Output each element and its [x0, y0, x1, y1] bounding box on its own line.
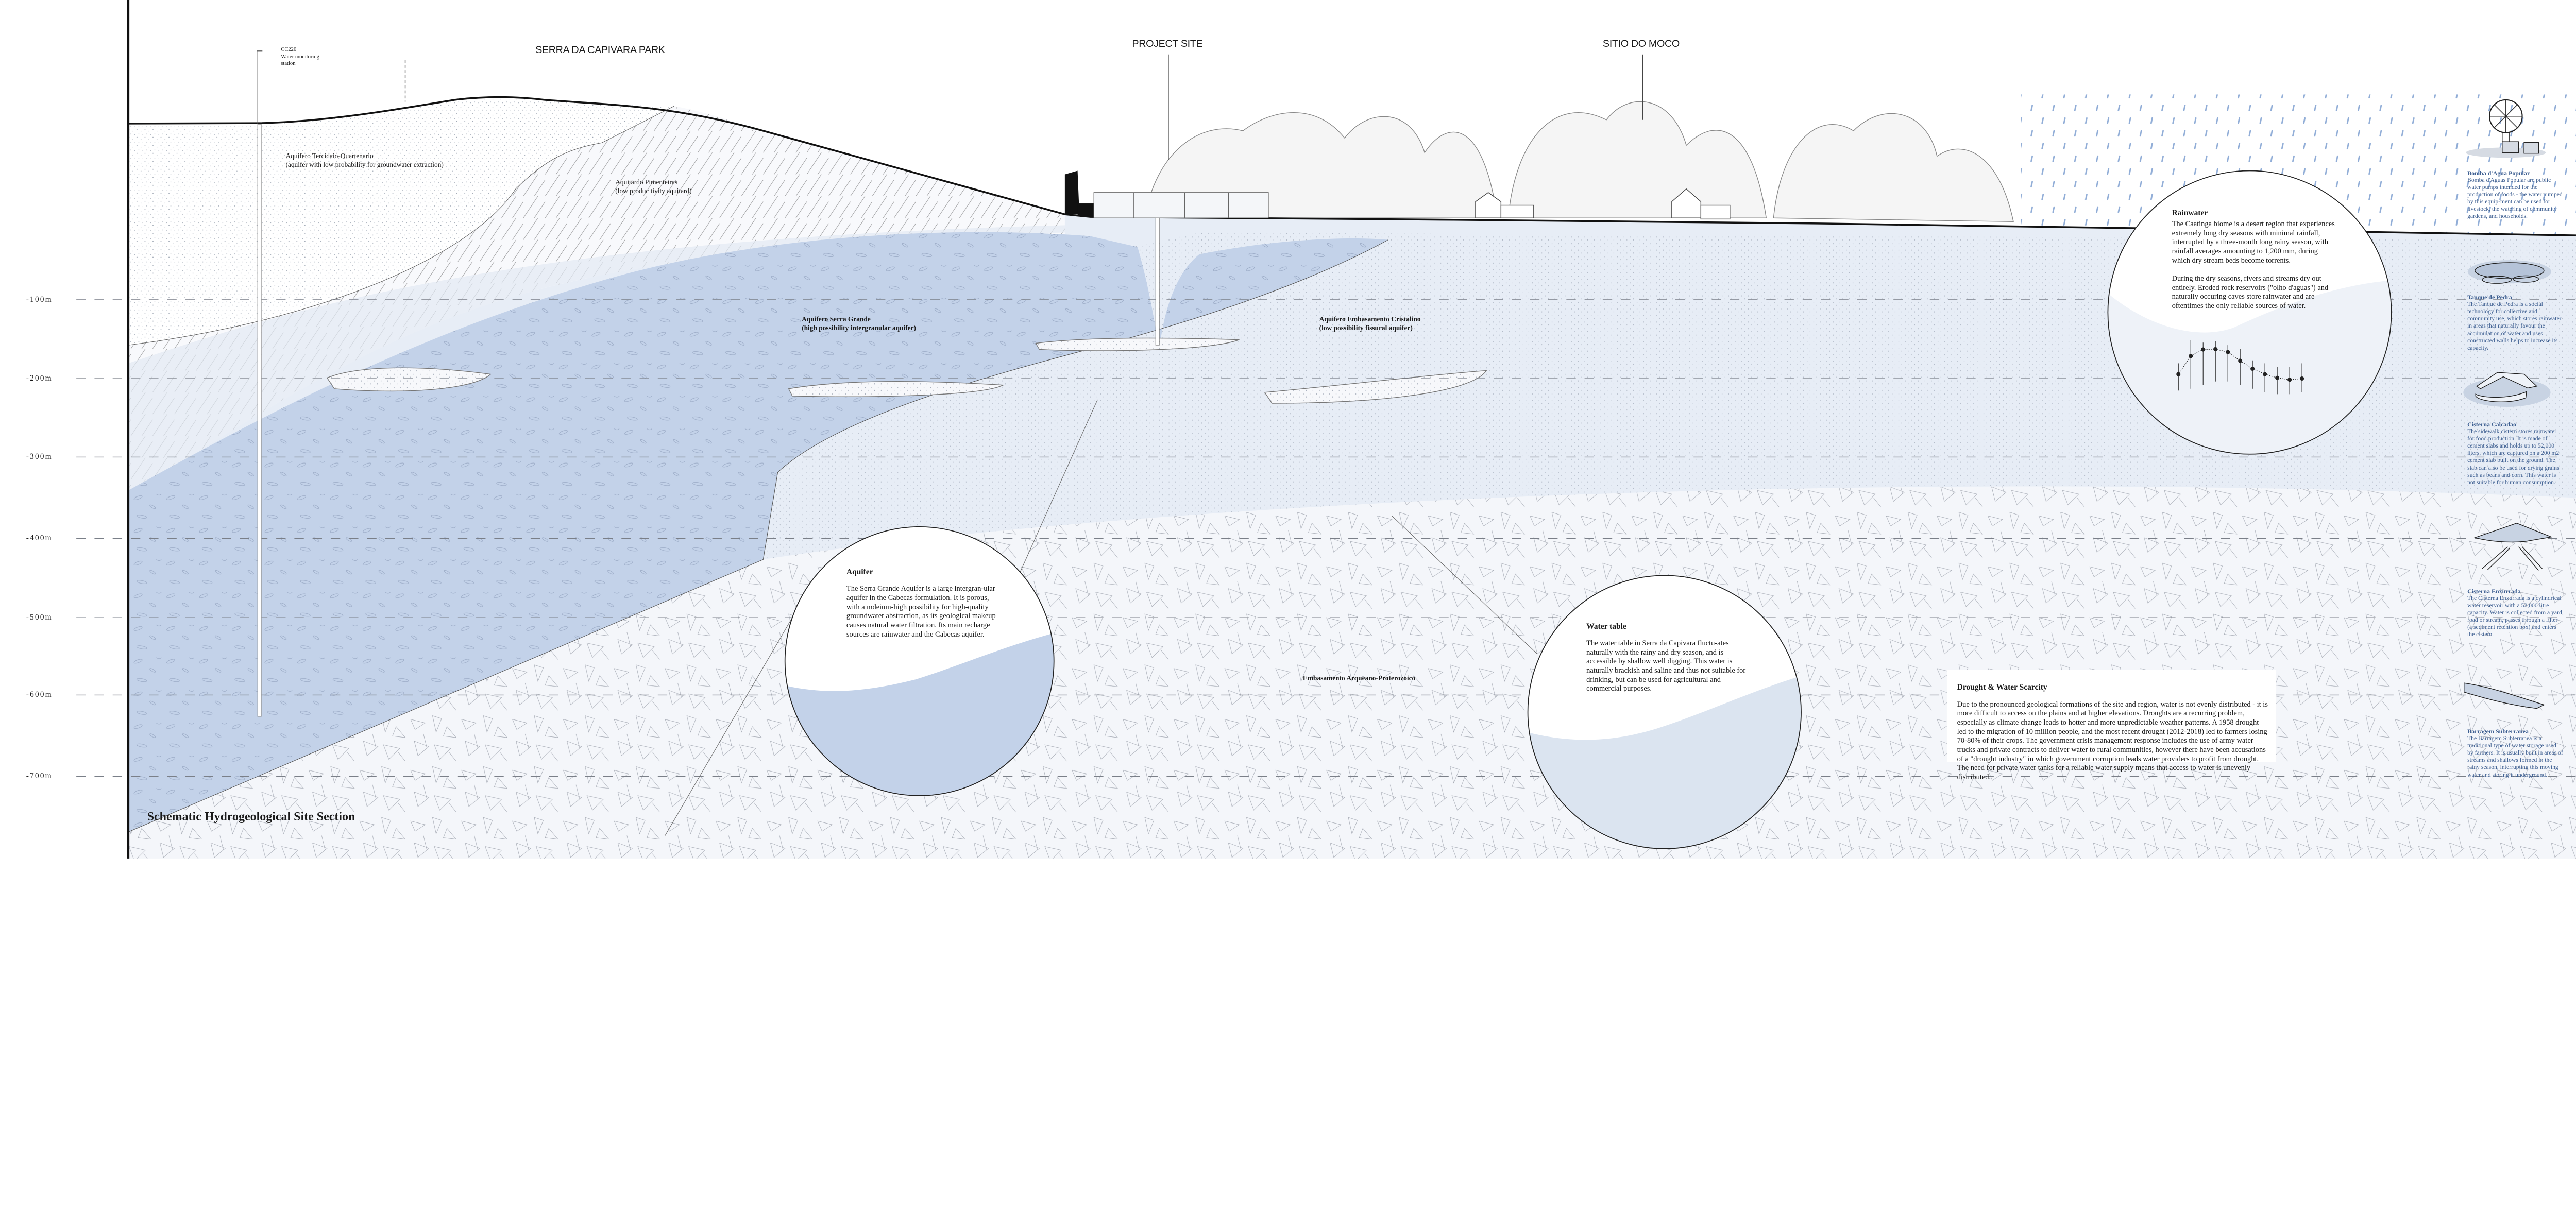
layer-label-cristalino: Aquifero Embasamento Cristalino (low pos… — [1319, 315, 1421, 333]
station-label: CC220 Water monitoring station — [281, 46, 319, 67]
sidebar-item-tanque: Tanque de Pedra The Tanque de Pedra is a… — [2467, 294, 2564, 352]
layer-label-tercidaio: Aquifero Tercidaio-Quartenario (aquifer … — [285, 152, 443, 169]
layer-desc: (low possibility fissural aquifer) — [1319, 324, 1413, 332]
depth-label: -600m — [26, 690, 53, 699]
hydrogeological-section: CC220 Water monitoring station SERRA DA … — [26, 0, 2576, 859]
sidebar-item-title: Cisterna Calcadao — [2467, 420, 2516, 428]
site-label-moco: SITIO DO MOCO — [1602, 38, 1680, 50]
layer-label-serra-grande: Aquifero Serra Grande (high possibility … — [802, 315, 916, 333]
aquifer-info: Aquifer The Serra Grande Aquifer is a la… — [846, 568, 999, 639]
sidebar-item-body: The sidewalk cistern stores rainwater fo… — [2467, 427, 2560, 486]
sidebar-item-title: Tanque de Pedra — [2467, 293, 2512, 301]
depth-label: -100m — [26, 295, 53, 304]
depth-label: -500m — [26, 613, 53, 622]
station-line1: Water monitoring — [281, 54, 319, 60]
rainwater-info: Rainwater The Caatinga biome is a desert… — [2172, 209, 2335, 311]
water-table-body: The water table in Serra da Capivara flu… — [1586, 639, 1746, 693]
sidebar-item-enxurrada: Cisterna Enxurrada The Cisterna Enxurrad… — [2467, 588, 2564, 639]
houses — [1475, 188, 1731, 220]
water-pump-icon — [2466, 99, 2546, 158]
sidebar-item-bomba: Bomba d'Agua Popular Bomba d'Aguas Popul… — [2467, 169, 2564, 220]
aquifer-title: Aquifer — [846, 567, 873, 576]
layer-label-pimenteiras: Aquitardo Pimenteiras (low produc tivity… — [615, 178, 691, 196]
water-table-info: Water table The water table in Serra da … — [1586, 622, 1750, 694]
layer-label-arqueano: Embasamento Arqueano-Proterozoico — [1302, 674, 1416, 682]
drought-info: Drought & Water Scarcity Due to the pron… — [1957, 683, 2270, 782]
layer-desc: (aquifer with low probability for ground… — [285, 160, 444, 168]
site-label-project: PROJECT SITE — [1132, 38, 1203, 50]
sidebar-illustrations — [2463, 99, 2553, 709]
depth-label: -400m — [26, 534, 53, 543]
sidebar-item-body: The Tanque de Pedra is a social technolo… — [2467, 301, 2562, 351]
station-line2: station — [281, 61, 296, 67]
sidebar-item-title: Cisterna Enxurrada — [2467, 587, 2521, 595]
project-building — [1064, 170, 1269, 346]
page-title: Schematic Hydrogeological Site Section — [147, 810, 355, 824]
sidebar-item-barragem: Barragem Subterranea The Barragem Subter… — [2467, 728, 2564, 779]
rainwater-body-2: During the dry seasons, rivers and strea… — [2172, 274, 2329, 310]
rainfall-error-bar-chart — [2176, 340, 2304, 395]
runoff-cistern-icon — [2473, 523, 2553, 571]
site-label-park: SERRA DA CAPIVARA PARK — [535, 44, 665, 56]
sidebar-item-calcadao: Cisterna Calcadao The sidewalk cistern s… — [2467, 421, 2564, 486]
sidebar-item-title: Bomba d'Agua Popular — [2467, 169, 2530, 177]
water-table-callout-circle — [1392, 516, 1802, 849]
ground-line — [128, 96, 2576, 236]
drought-box — [1946, 670, 2276, 762]
rock-formations — [1144, 101, 2014, 222]
water-table-title: Water table — [1586, 622, 1626, 631]
layer-desc: (low produc tivity aquitard) — [615, 186, 692, 195]
sidewalk-cistern-icon — [2463, 372, 2551, 407]
monitoring-well — [257, 124, 262, 717]
station-code: CC220 — [281, 47, 297, 53]
aquifer-callout-circle — [665, 399, 1098, 836]
rainwater-callout-circle — [2107, 170, 2392, 455]
drought-body: Due to the pronounced geological formati… — [1957, 700, 2268, 781]
depth-label: -200m — [26, 373, 53, 383]
section-drawing — [76, 0, 2576, 859]
depth-label: -300m — [26, 452, 53, 461]
layer-name: Aquitardo Pimenteiras — [615, 178, 678, 186]
rainwater-body-1: The Caatinga biome is a desert region th… — [2172, 220, 2335, 265]
sidebar-item-body: The Barragem Subterranea is a traditiona… — [2467, 735, 2563, 778]
drought-title: Drought & Water Scarcity — [1957, 683, 2047, 692]
layer-name: Aquifero Tercidaio-Quartenario — [285, 151, 374, 160]
stone-tank-icon — [2467, 260, 2551, 284]
sidebar-item-body: Bomba d'Aguas Popular are public water p… — [2467, 176, 2563, 220]
sidebar-item-title: Barragem Subterranea — [2467, 727, 2529, 735]
depth-label: -700m — [26, 772, 53, 781]
rainwater-title: Rainwater — [2172, 208, 2208, 217]
sidebar-item-body: The Cisterna Enxurrada is a cylindrical … — [2467, 594, 2564, 638]
layer-desc: (high possibility intergranular aquifer) — [802, 324, 916, 332]
underground-dam-icon — [2463, 682, 2545, 709]
aquifer-body: The Serra Grande Aquifer is a large inte… — [846, 585, 996, 639]
layer-name: Aquifero Serra Grande — [802, 315, 871, 323]
layer-name: Aquifero Embasamento Cristalino — [1319, 315, 1421, 323]
